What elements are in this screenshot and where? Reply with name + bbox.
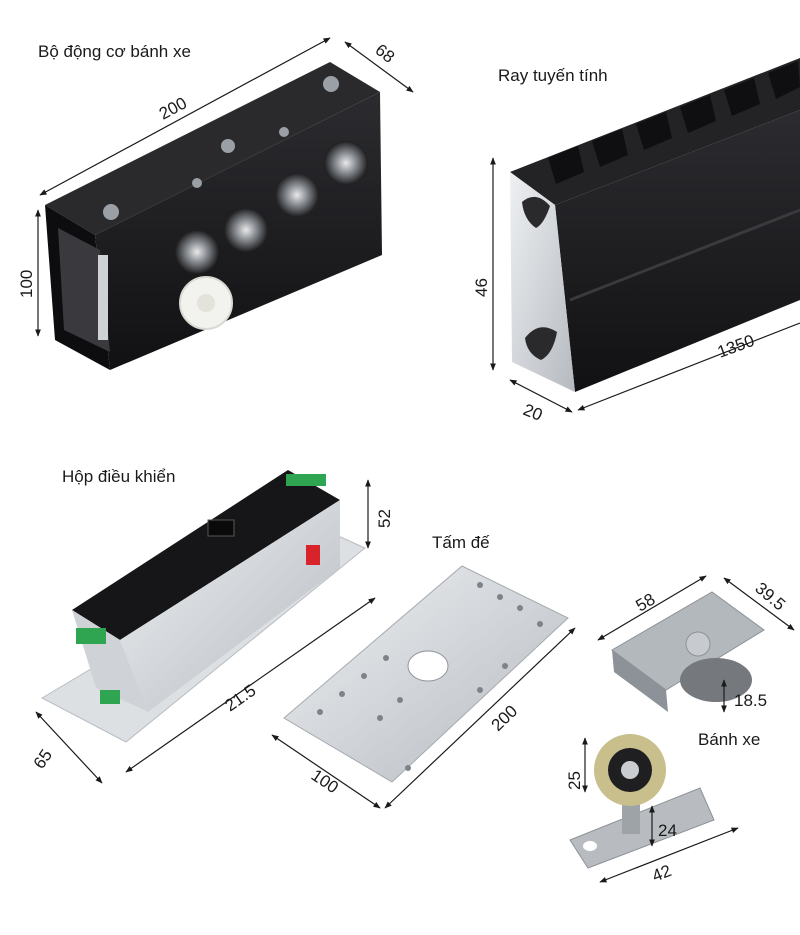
base-plate-hole bbox=[407, 650, 449, 682]
motor-width-value: 68 bbox=[372, 40, 399, 67]
rail-length-line bbox=[577, 322, 800, 411]
wheel-base-hole bbox=[583, 841, 597, 851]
rail-width-line bbox=[509, 379, 573, 413]
screw-icon bbox=[221, 139, 235, 153]
rivet-icon bbox=[685, 631, 711, 657]
box-width-value: 65 bbox=[30, 746, 56, 772]
rail-profile-groove bbox=[525, 327, 557, 360]
box-length-line bbox=[125, 597, 376, 773]
plate-length-line bbox=[384, 627, 576, 809]
wheel-hub-icon bbox=[621, 761, 639, 779]
box-length-value: 21.5 bbox=[221, 681, 259, 716]
wheel-base-line bbox=[599, 827, 739, 883]
bearing-wheel-icon bbox=[275, 173, 319, 217]
rail-length-value: 1350 bbox=[715, 331, 757, 362]
rail-body bbox=[555, 110, 800, 392]
plate-width-value: 100 bbox=[308, 766, 342, 798]
wheel-label: Bánh xe bbox=[698, 730, 761, 749]
digit-display bbox=[207, 519, 235, 537]
rail-teeth bbox=[548, 61, 800, 184]
rail-width-value: 20 bbox=[521, 400, 546, 425]
rail-height-value: 46 bbox=[472, 278, 491, 297]
rail-groove-line bbox=[569, 208, 800, 302]
base-plate: 200 100 bbox=[271, 565, 576, 809]
motor-unit: 200 68 100 bbox=[17, 37, 414, 370]
motor-height-value: 100 bbox=[17, 270, 36, 298]
screw-icon bbox=[103, 204, 119, 220]
rail-label: Ray tuyến tính bbox=[498, 66, 608, 85]
box-width-line bbox=[35, 711, 103, 784]
bracket-length-value: 58 bbox=[633, 590, 659, 616]
screw-icon bbox=[279, 127, 289, 137]
control-box-label: Hộp điều khiển bbox=[62, 467, 176, 486]
screw-icon bbox=[323, 76, 339, 92]
bearing-wheel-icon bbox=[324, 141, 368, 185]
motor-slot bbox=[98, 255, 108, 340]
motor-length-line bbox=[39, 37, 331, 196]
motor-length-value: 200 bbox=[156, 93, 190, 123]
bracket-height-value: 18.5 bbox=[734, 691, 767, 710]
wheel-assembly: 25 24 42 bbox=[565, 734, 739, 886]
wheel-stem bbox=[622, 798, 640, 834]
terminal-block-icon bbox=[286, 474, 326, 486]
base-plate-label: Tấm đế bbox=[432, 533, 490, 552]
rail-profile-groove bbox=[522, 196, 550, 228]
bearing-wheel-icon bbox=[175, 230, 219, 274]
wheel-offset-value: 24 bbox=[658, 821, 677, 840]
wheel-bracket: 58 39.5 18.5 bbox=[597, 575, 795, 713]
motor-width-line bbox=[344, 41, 414, 93]
wheel-diameter-value: 25 bbox=[565, 771, 584, 790]
pinion-gear-icon bbox=[179, 276, 233, 330]
terminal-block-icon bbox=[100, 690, 120, 704]
plate-width-line bbox=[271, 734, 381, 809]
screw-icon bbox=[192, 178, 202, 188]
power-switch-icon bbox=[306, 545, 320, 565]
bracket-width-line bbox=[723, 577, 795, 631]
control-box-top bbox=[72, 470, 340, 640]
bracket-length-line bbox=[597, 575, 707, 641]
bracket-side bbox=[612, 650, 668, 712]
bracket-wheel bbox=[680, 658, 752, 702]
motor-side-bracket bbox=[58, 228, 110, 352]
bracket-width-value: 39.5 bbox=[751, 579, 789, 615]
terminal-block-icon bbox=[76, 628, 106, 644]
wheel-base-value: 42 bbox=[649, 861, 674, 886]
box-height-value: 52 bbox=[375, 509, 394, 528]
bearing-wheel-icon bbox=[224, 208, 268, 252]
linear-rail: 46 1350 20 bbox=[472, 58, 800, 425]
